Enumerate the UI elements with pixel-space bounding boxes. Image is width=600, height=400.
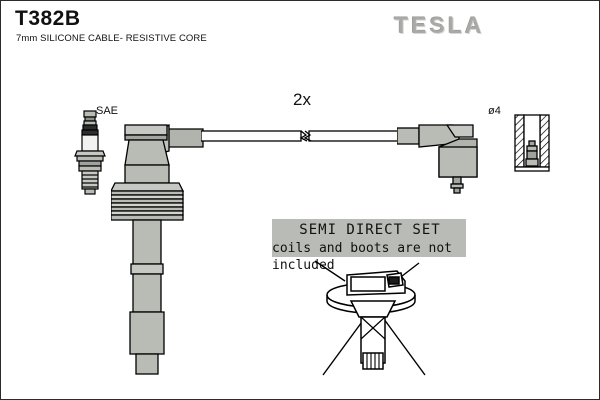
notice-title: SEMI DIRECT SET bbox=[299, 222, 441, 238]
sae-spark-plug-terminal bbox=[71, 109, 111, 197]
diameter-label: ø4 bbox=[488, 105, 501, 117]
right-angle-coil-boot bbox=[397, 119, 479, 197]
terminal-cross-section bbox=[513, 113, 553, 175]
notice-line-2: coils and boots are not bbox=[272, 241, 453, 256]
page-title: T382B bbox=[15, 7, 81, 30]
notice-banner bbox=[272, 219, 466, 257]
straight-spark-plug-boot bbox=[111, 121, 231, 383]
ignition-coil-illustration bbox=[301, 259, 451, 379]
quantity-label: 2x bbox=[293, 90, 311, 109]
brand-logo: TESLA bbox=[394, 12, 485, 38]
part-description: 7mm SILICONE CABLE- RESISTIVE CORE bbox=[16, 33, 207, 44]
notice-line-3: included bbox=[272, 258, 335, 273]
ignition-cable bbox=[201, 127, 411, 149]
sae-label: SAE bbox=[96, 105, 119, 117]
